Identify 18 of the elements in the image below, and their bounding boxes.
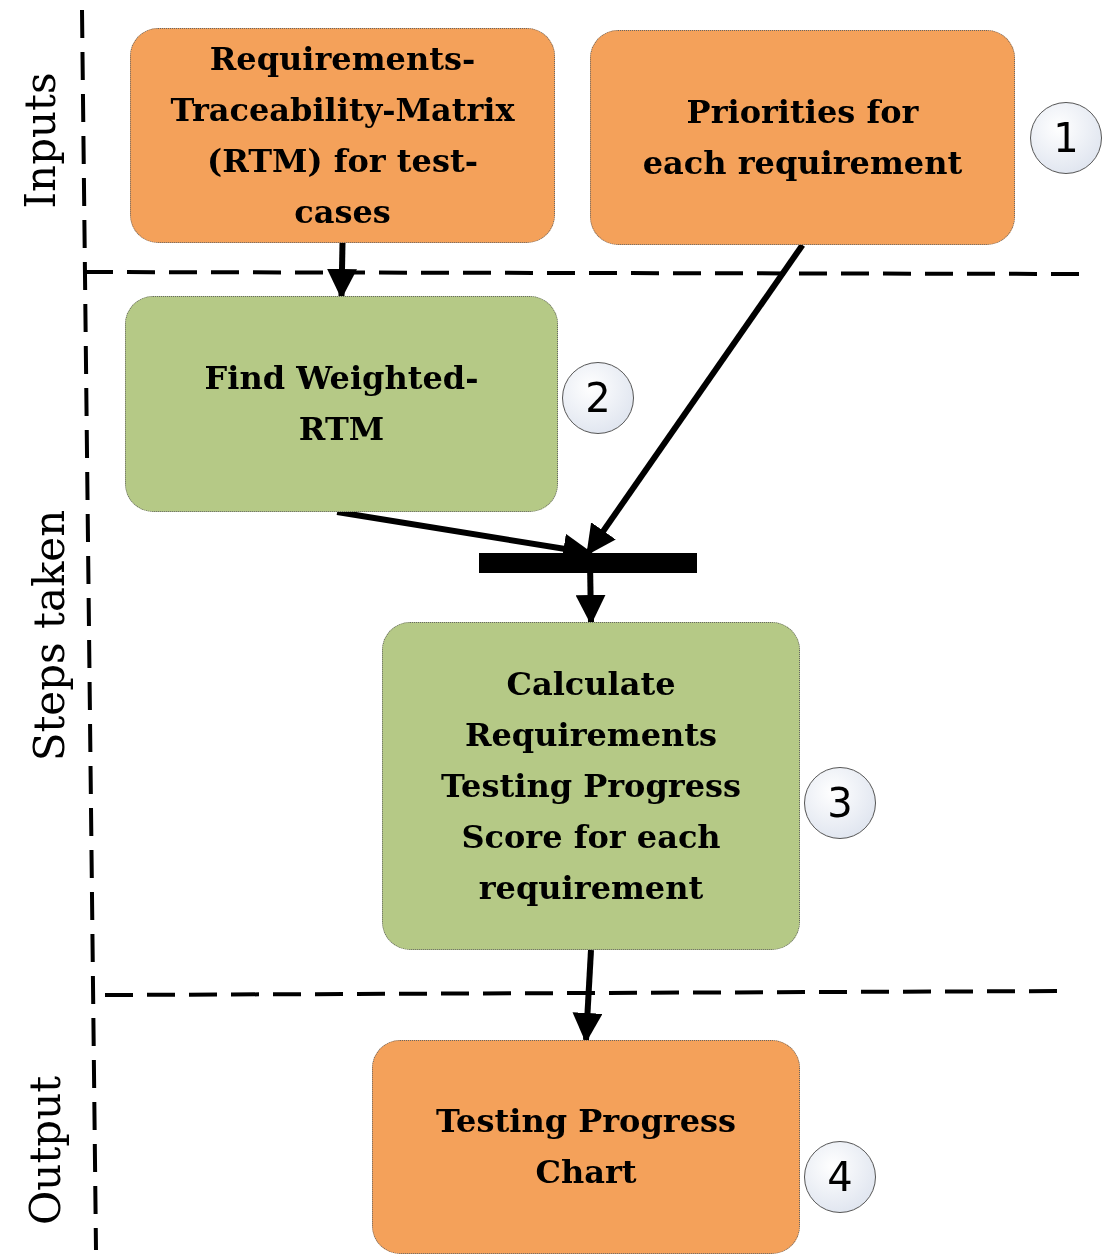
step-number: 1 (1030, 102, 1102, 174)
box-text: Priorities for each requirement (642, 91, 963, 184)
data-box (372, 1040, 800, 1254)
process-box (125, 296, 558, 512)
box-text: Requirements-Traceability-Matrix (RTM) for test-cases (169, 38, 516, 233)
data-box (130, 28, 555, 243)
box-text: Calculate Requirements Testing Progress Score for each requirement (439, 663, 743, 909)
join-bar (479, 553, 697, 573)
box-text: Find Weighted-RTM (203, 358, 480, 450)
lane-label: Steps taken (25, 509, 75, 761)
box-text: Testing Progress Chart (434, 1101, 738, 1193)
data-box (590, 30, 1015, 245)
step-number: 4 (804, 1141, 876, 1213)
lane-label: Inputs (15, 72, 65, 208)
step-number: 2 (562, 362, 634, 434)
lane-label: Output (20, 1075, 70, 1225)
process-box (382, 622, 800, 950)
step-number: 3 (804, 767, 876, 839)
